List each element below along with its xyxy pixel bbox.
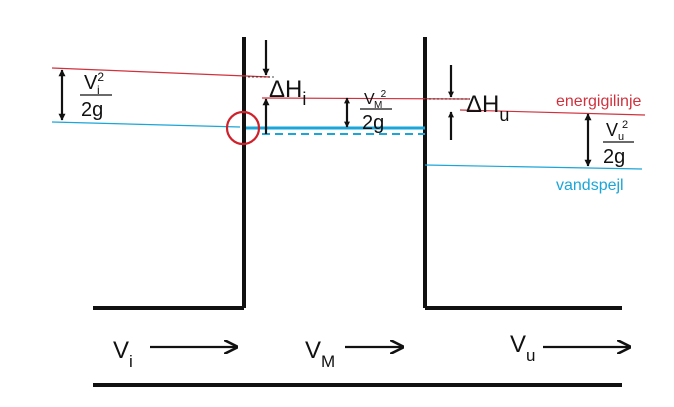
inlet-velocity-head: V2 i 2g [81,70,104,121]
energy-line-middle [261,97,471,100]
inlet-head-loss-symbol: ΔH [269,76,302,103]
channel-walls [93,37,622,387]
energy-line-inlet [51,67,271,78]
middle-velocity-sub: M [321,352,335,371]
inlet-vh-sub: i [97,83,100,97]
middle-vh-sub: M [374,100,382,111]
middle-vh-base: V [364,91,375,108]
inlet-velocity-sub: i [129,352,133,371]
inlet-head-loss-label: ΔHi [269,76,306,109]
inlet-head-loss-sub: i [302,89,306,109]
inlet-vh-base: V [84,72,98,94]
head-loss-reference-lines [244,76,470,100]
water-line-label: vandspejl [556,177,624,194]
outlet-vh-sub: u [618,131,624,143]
vertical-arrows [58,40,592,167]
energy-line-outlet [459,109,646,116]
svg-text:V2: V2 [84,70,104,94]
svg-text:V2: V2 [364,89,387,108]
energy-lines [51,67,646,116]
outlet-head-loss-label: ΔHu [466,91,509,125]
outlet-velocity-label: Vu [510,331,535,365]
water-lines [51,121,643,170]
outlet-head-loss-symbol: ΔH [466,91,499,118]
outlet-vh-denominator: 2g [603,146,625,168]
middle-velocity-label: VM [305,337,335,371]
inlet-vh-sup: 2 [97,70,104,84]
outlet-velocity-sub: u [526,346,535,365]
inlet-velocity-base: V [113,337,129,364]
water-surface-inlet [51,121,241,128]
inlet-vh-denominator: 2g [81,99,103,121]
outlet-vh-base: V [606,120,618,140]
outlet-vh-sup: 2 [622,119,628,131]
middle-velocity-base: V [305,337,321,364]
inlet-velocity-label: Vi [113,337,133,371]
svg-text:V2: V2 [606,119,628,140]
outlet-velocity-base: V [510,331,526,358]
middle-vh-sup: 2 [381,89,387,100]
fraction-bars [80,94,634,143]
outlet-head-loss-sub: u [499,105,509,125]
middle-vh-denominator: 2g [362,112,384,134]
contraction-marker-circle [225,110,261,146]
energy-line-label: energigilinje [556,93,641,110]
water-surface-outlet [424,164,643,170]
